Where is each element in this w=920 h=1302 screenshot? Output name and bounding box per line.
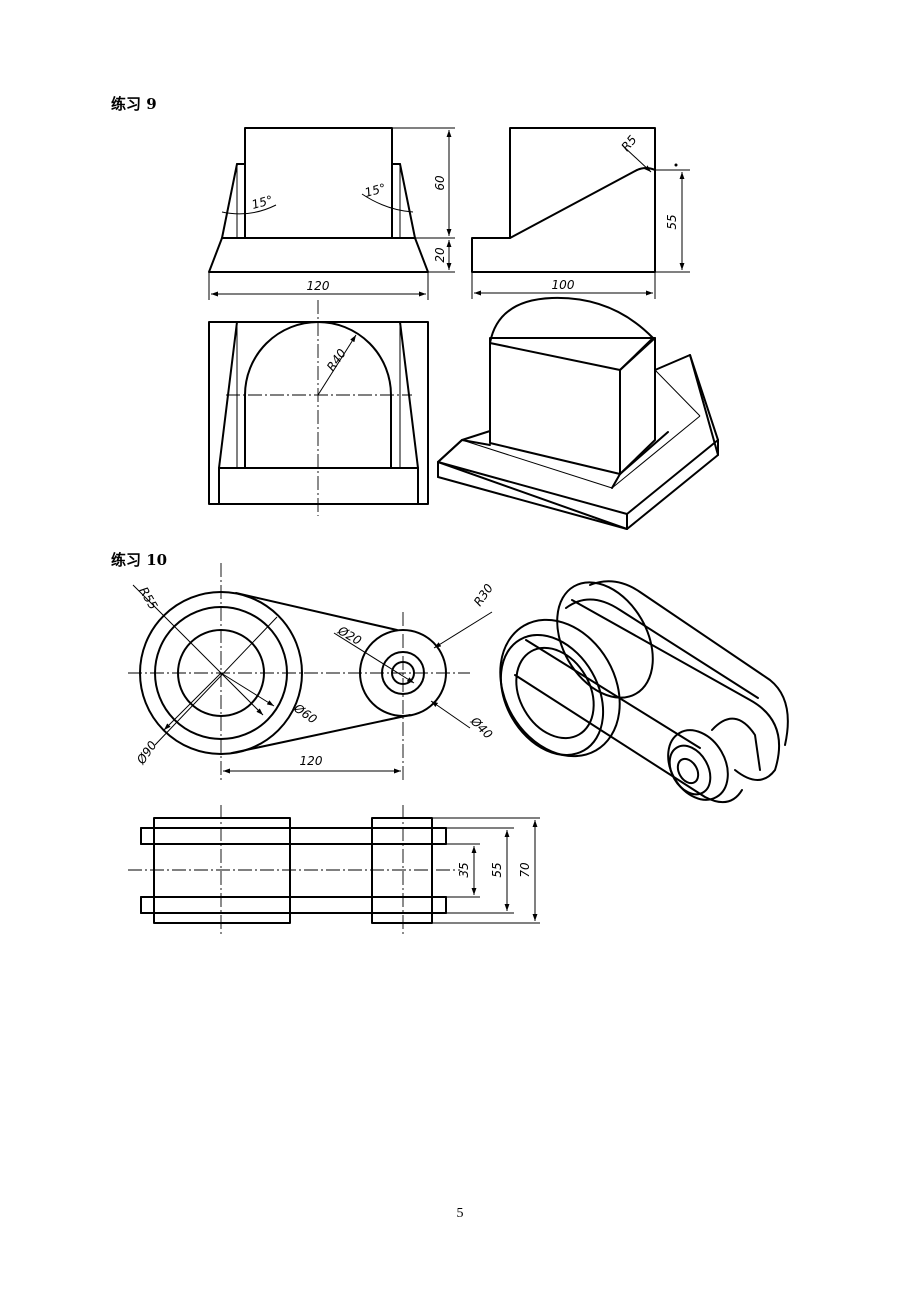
ex9-height-upper-label: 60 <box>433 175 447 191</box>
exercise-9-heading: 练习 9 <box>111 95 157 113</box>
ex10-isometric-view <box>499 580 789 804</box>
ex10-center-distance-label: 120 <box>300 754 323 768</box>
ex9-top-view <box>208 300 429 516</box>
ex9-side-height-label: 55 <box>665 214 679 229</box>
ex9-height-base-label: 20 <box>433 247 447 263</box>
ex10-front-dim-total-label: 70 <box>518 862 532 878</box>
ex10-boss-label: Ø90 <box>133 738 159 767</box>
page-number: 5 <box>456 1206 464 1221</box>
ex9-top-radius-label: R40 <box>324 346 349 374</box>
ex9-angle-right-label: 15° <box>363 181 387 200</box>
ex9-side-radius-label: R5 <box>619 133 640 154</box>
ex9-side-width-label: 100 <box>552 278 575 292</box>
ex10-r-large-label: R55 <box>136 585 160 612</box>
ex10-front-dim-mid-label: 55 <box>490 862 504 877</box>
ex10-front-view <box>128 805 540 935</box>
ex10-pin-hole-label: Ø20 <box>335 623 365 648</box>
ex10-r-small-label: R30 <box>471 581 496 609</box>
ex9-side-view <box>471 127 690 299</box>
ex9-width-label: 120 <box>307 279 330 293</box>
ex10-front-dim-inner-label: 35 <box>457 862 471 877</box>
exercise-10-heading: 练习 10 <box>111 551 168 569</box>
ex10-top-view <box>128 563 493 780</box>
ex9-front-view <box>208 127 455 300</box>
ex9-isometric-view <box>437 296 719 530</box>
ex10-pin-label: Ø40 <box>467 714 495 742</box>
ex9-angle-left-label: 15° <box>250 193 274 212</box>
